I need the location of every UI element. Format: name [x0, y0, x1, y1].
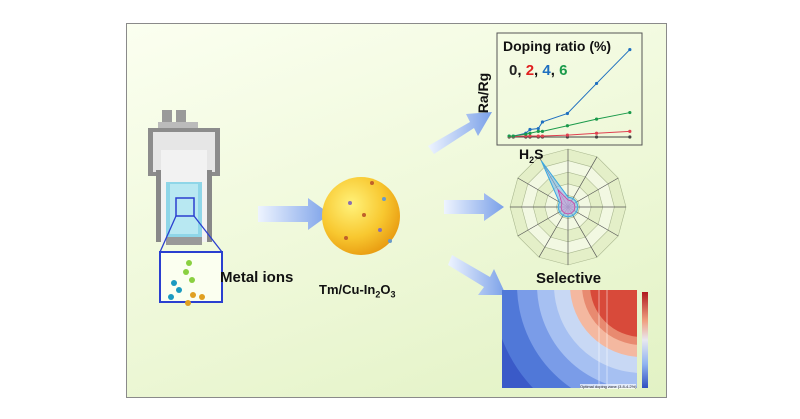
nanoparticle-sphere: [322, 177, 400, 255]
data-point: [540, 134, 545, 138]
autoclave-reactor-icon: [148, 110, 220, 245]
material-label: Tm/Cu-In2O3: [319, 282, 395, 300]
data-point: [540, 120, 545, 124]
data-point: [540, 129, 545, 133]
material-label-tail: O: [380, 282, 391, 297]
data-point: [528, 131, 532, 135]
y-axis-label: Ra/Rg: [475, 72, 492, 114]
data-point: [565, 133, 570, 137]
material-label-main: Tm/Cu-In: [319, 282, 376, 297]
arrow-right-icon-2: [444, 193, 504, 221]
data-point: [628, 110, 632, 115]
data-point: [628, 47, 632, 52]
data-point: [628, 135, 632, 139]
data-point: [536, 126, 540, 131]
data-point: [565, 124, 570, 128]
data-point: [594, 131, 599, 135]
material-label-sub: 2: [375, 289, 381, 300]
data-point: [594, 117, 599, 121]
data-point: [528, 134, 532, 138]
data-point: [524, 132, 528, 136]
metal-ions-label: Metal ions: [220, 269, 294, 286]
chart-title: Doping ratio (%): [503, 38, 612, 54]
radar-series-pink: [557, 189, 576, 215]
data-point: [511, 134, 515, 138]
legend-0: 0: [509, 62, 518, 79]
chart-legend: 0, 2, 4, 6: [509, 62, 568, 79]
data-point: [536, 134, 540, 138]
legend-2: 2: [525, 62, 535, 79]
data-point: [565, 111, 570, 116]
h2s-tail: S: [534, 146, 544, 162]
doping-ratio-chart: [496, 32, 643, 146]
h2s-label: H2S: [519, 146, 543, 165]
h2s-sub: 2: [529, 154, 535, 165]
legend-6: 6: [559, 62, 568, 79]
h2s-main: H: [519, 146, 530, 162]
data-point: [536, 129, 540, 133]
doping-heatmap: [502, 290, 648, 388]
data-point: [628, 129, 632, 133]
selective-label: Selective: [536, 270, 602, 287]
data-point: [594, 135, 599, 139]
heatmap-annotation: Optimal doping zone (3.8-4.2%): [580, 384, 637, 389]
data-point: [507, 134, 511, 138]
arrow-down-right-icon: [448, 255, 506, 295]
data-point: [594, 81, 599, 86]
material-label-sub2: 3: [390, 289, 396, 300]
arrow-right-icon: [258, 198, 330, 230]
metal-ions-zoom-box: [159, 215, 223, 306]
arrow-up-right-icon: [428, 112, 492, 154]
data-point: [528, 127, 532, 132]
legend-4: 4: [542, 62, 551, 79]
selectivity-radar-chart: [509, 148, 627, 266]
